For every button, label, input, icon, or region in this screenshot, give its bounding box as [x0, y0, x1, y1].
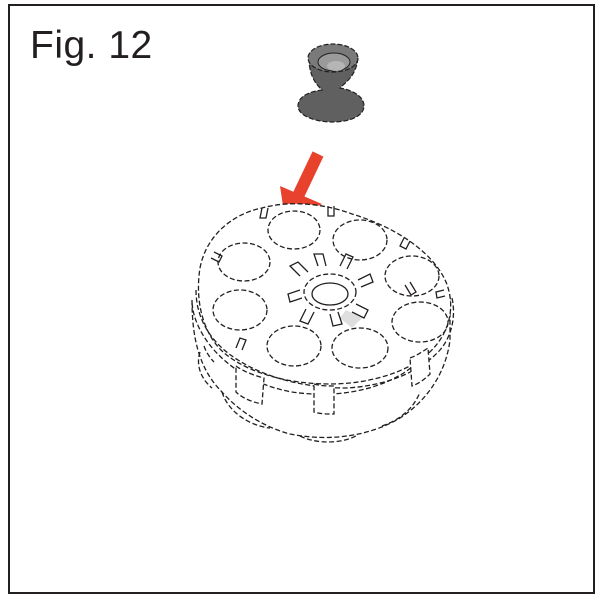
figure-label: Fig. 12 [30, 24, 153, 67]
chamber-5 [212, 289, 268, 331]
chamber-2 [332, 219, 388, 261]
side-ribs [203, 345, 431, 415]
pellet-icon [297, 43, 365, 123]
chamber-3 [384, 255, 440, 297]
rim-notches [210, 206, 446, 351]
center-hub [287, 253, 374, 328]
magazine-cylinder [191, 203, 455, 443]
chamber-1 [267, 210, 321, 250]
pellet-body [297, 57, 365, 123]
chamber-6 [391, 301, 449, 343]
chambers [212, 210, 449, 369]
chamber-7 [266, 325, 322, 367]
chamber-8 [331, 327, 389, 369]
